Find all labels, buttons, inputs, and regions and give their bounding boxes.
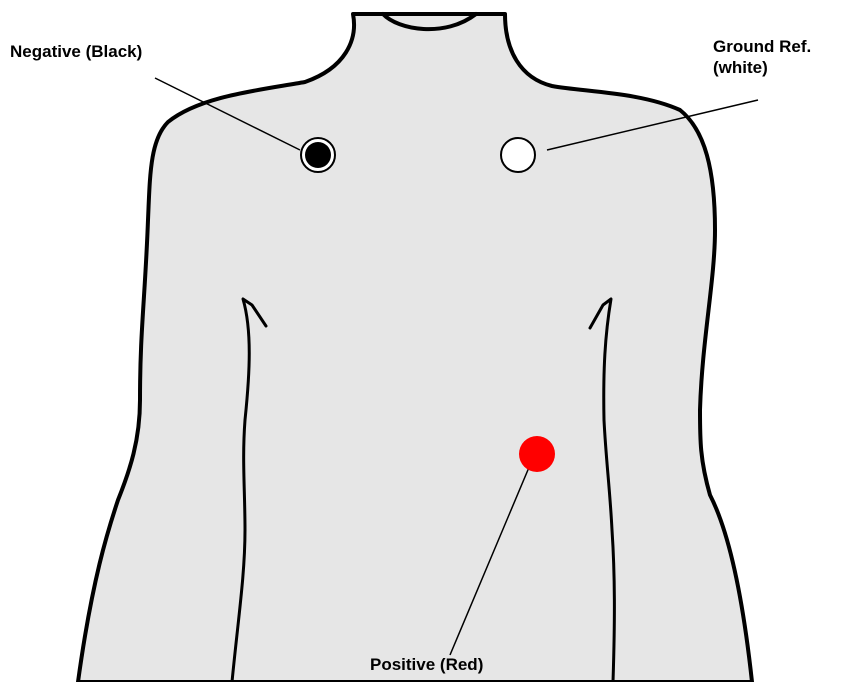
positive-electrode (519, 436, 555, 472)
negative-electrode (301, 138, 335, 172)
torso-outline (78, 14, 752, 682)
negative-label: Negative (Black) (10, 41, 142, 62)
ground-label-line1: Ground Ref. (713, 36, 811, 57)
ground-label: Ground Ref. (white) (713, 36, 811, 78)
ground-label-line2: (white) (713, 57, 811, 78)
positive-label: Positive (Red) (370, 654, 483, 675)
ground-electrode (501, 138, 535, 172)
